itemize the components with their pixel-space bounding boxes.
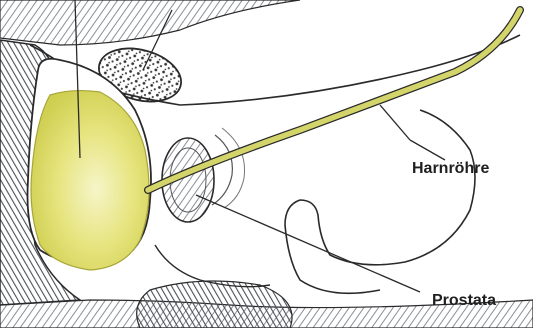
- prostate-label: Prostata: [432, 293, 496, 309]
- urethra-label: Harnröhre: [412, 161, 489, 177]
- rectum-shadow: [137, 281, 292, 328]
